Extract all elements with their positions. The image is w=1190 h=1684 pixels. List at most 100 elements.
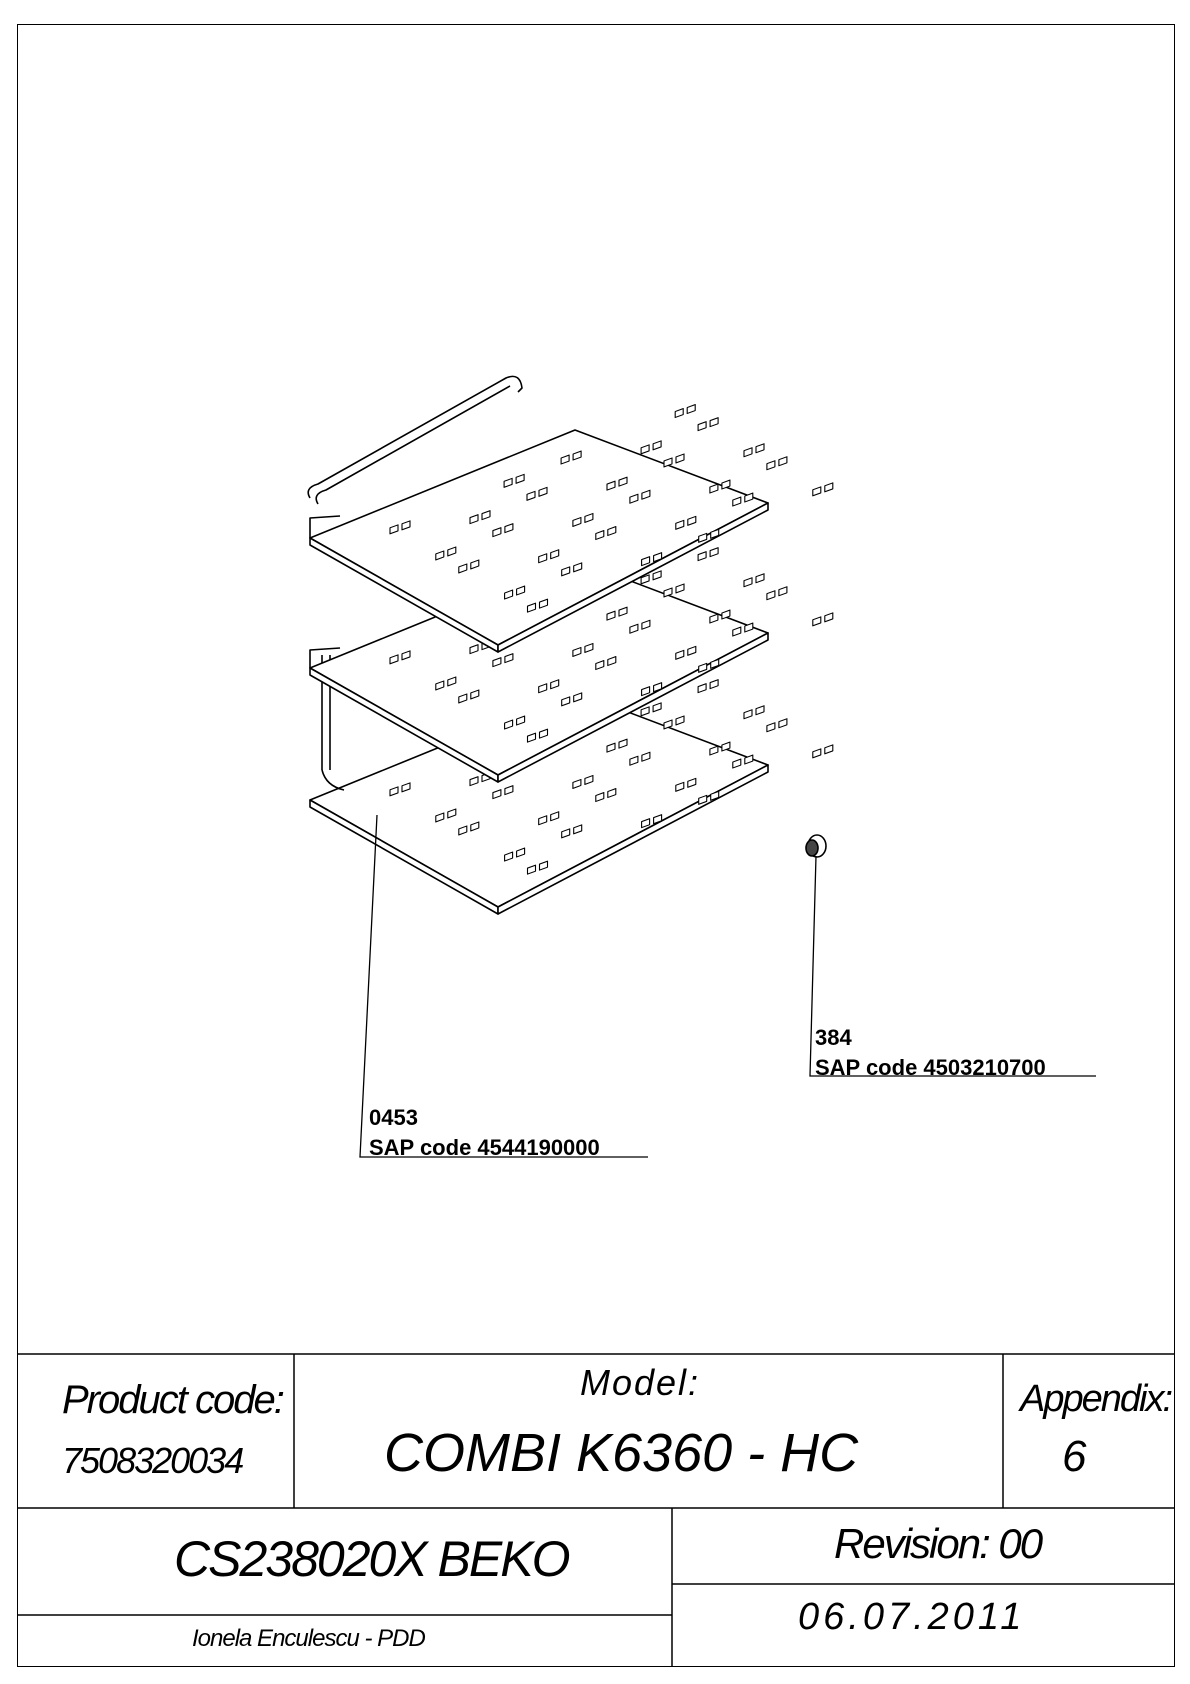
callout-384: 384 SAP code 4503210700 (815, 1023, 1046, 1083)
ventilation-slot (641, 489, 651, 500)
ventilation-slot (710, 528, 720, 539)
sap-code: SAP code 4503210700 (815, 1055, 1046, 1080)
ventilation-slot (538, 728, 549, 739)
ventilation-slot (469, 514, 479, 525)
ventilation-slot (504, 653, 514, 664)
ventilation-slot (504, 719, 514, 730)
ventilation-slot (824, 744, 834, 755)
ventilation-slot (652, 570, 662, 581)
ventilation-slot (435, 680, 445, 691)
ventilation-slot (710, 658, 720, 669)
ventilation-slot (766, 722, 776, 733)
ventilation-slot (573, 692, 583, 703)
ventilation-slot (435, 550, 445, 561)
ventilation-slot (516, 585, 526, 596)
ventilation-slot (778, 718, 788, 729)
ventilation-slot (470, 559, 480, 570)
ventilation-slot (674, 408, 684, 419)
ventilation-slot (824, 482, 834, 493)
ventilation-slot (686, 404, 696, 415)
ventilation-slot (653, 682, 663, 693)
ventilation-slot (470, 821, 480, 832)
drawing-frame (17, 24, 1175, 1667)
ventilation-slot (743, 447, 753, 458)
ventilation-slot (824, 612, 834, 623)
ventilation-slot (526, 602, 537, 613)
ventilation-slot (606, 480, 616, 491)
ventilation-slot (640, 574, 650, 585)
model-value: COMBI K6360 - HC (384, 1423, 859, 1483)
ventilation-slot (561, 566, 571, 577)
ventilation-slot (652, 702, 662, 713)
ventilation-slot (572, 450, 582, 461)
ventilation-slot (744, 622, 754, 633)
ventilation-slot (503, 477, 513, 488)
ventilation-slot (675, 453, 685, 464)
ventilation-slot (663, 457, 673, 468)
product-code-label: Product code: (62, 1378, 285, 1422)
ventilation-slot (709, 613, 719, 624)
ventilation-slot (618, 476, 628, 487)
ventilation-slot (401, 520, 411, 531)
ventilation-slot (663, 719, 673, 730)
ventilation-slot (732, 496, 742, 507)
appendix-value: 6 (1062, 1432, 1087, 1481)
shelf-bottom (309, 666, 834, 915)
ventilation-slot (584, 774, 594, 785)
ventilation-slot (652, 440, 662, 451)
ventilation-slot (606, 742, 616, 753)
ventilation-slot (675, 715, 685, 726)
ventilation-slot (629, 755, 639, 766)
callout-0453: 0453 SAP code 4544190000 (369, 1103, 600, 1163)
ventilation-slot (458, 693, 468, 704)
ventilation-slot (516, 847, 526, 858)
ventilation-slot (755, 573, 765, 584)
model-label: Model: (580, 1362, 701, 1403)
ventilation-slot (687, 777, 697, 788)
ventilation-slot (709, 483, 719, 494)
ventilation-slot (401, 650, 411, 661)
part-number: 384 (815, 1025, 852, 1050)
ventilation-slot (687, 645, 697, 656)
shelf-middle (309, 534, 834, 783)
ventilation-slot (538, 860, 549, 871)
ventilation-slot (607, 656, 617, 667)
author: Ionela Enculescu - PDD (192, 1625, 426, 1652)
ventilation-slot (687, 515, 697, 526)
ventilation-slot (675, 519, 685, 530)
ventilation-slot (641, 686, 651, 697)
ventilation-slot (766, 590, 776, 601)
ventilation-slot (526, 864, 537, 875)
ventilation-slot (538, 815, 548, 826)
ventilation-slot (812, 616, 822, 627)
ventilation-slot (458, 825, 468, 836)
ventilation-slot (572, 778, 582, 789)
ventilation-slot (481, 510, 491, 521)
ventilation-slot (401, 782, 411, 793)
ventilation-slot (526, 732, 537, 743)
ventilation-slot (641, 818, 651, 829)
ventilation-slot (663, 587, 673, 598)
ventilation-slot (538, 553, 548, 564)
ventilation-slot (732, 626, 742, 637)
ventilation-slot (743, 709, 753, 720)
ventilation-slot (697, 683, 707, 694)
ventilation-slot (447, 676, 457, 687)
ventilation-slot (492, 657, 502, 668)
ventilation-slot (504, 785, 514, 796)
ventilation-slot (732, 758, 742, 769)
ventilation-slot (504, 589, 514, 600)
ventilation-slots (389, 404, 834, 613)
ventilation-slot (653, 552, 663, 563)
ventilation-slot (698, 794, 708, 805)
ventilation-slot (595, 530, 605, 541)
ventilation-slot (812, 748, 822, 759)
ventilation-slot (721, 479, 731, 490)
ventilation-slot (698, 662, 708, 673)
ventilation-slot (675, 583, 685, 594)
ventilation-slot (447, 808, 457, 819)
ventilation-slot (698, 532, 708, 543)
ventilation-slot (560, 454, 570, 465)
ventilation-slot (389, 786, 399, 797)
ventilation-slot (641, 751, 651, 762)
